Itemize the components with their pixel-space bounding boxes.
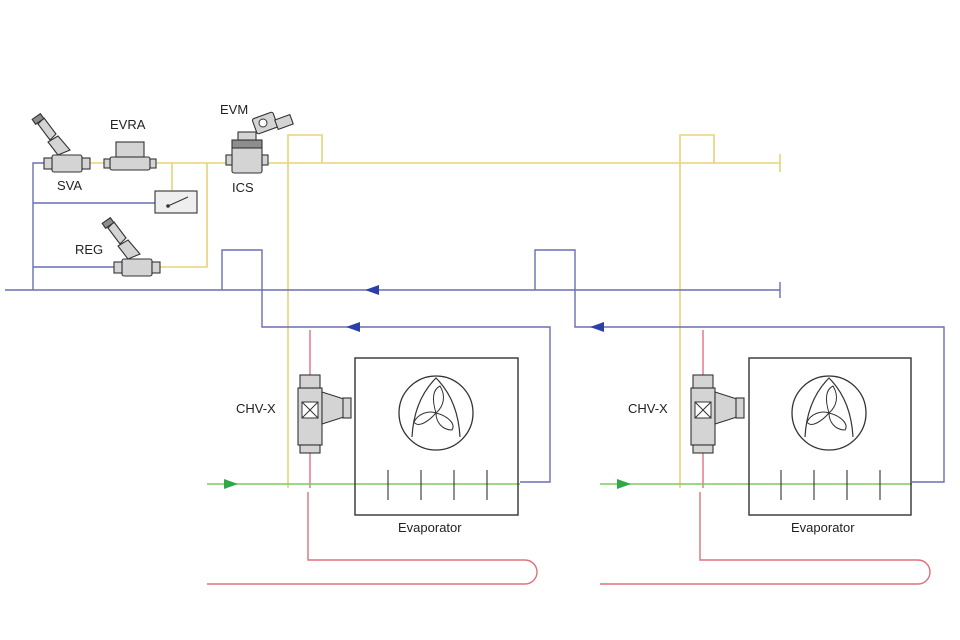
suction-arrow-evap2 xyxy=(590,322,604,332)
evaporator-1-housing xyxy=(354,357,519,516)
chv-x-valve-1: CHV-X xyxy=(236,374,352,454)
evaporator-1-coil-fins xyxy=(387,470,488,500)
chv-x-2-label: CHV-X xyxy=(628,401,668,416)
suction-arrow-evap1 xyxy=(346,322,360,332)
evaporator-1: Evaporator xyxy=(354,357,519,535)
left-bypass-line xyxy=(32,162,50,290)
hot-gas-branch-left-vertical xyxy=(287,134,323,163)
liquid-lines xyxy=(207,479,912,489)
reg-valve: REG xyxy=(75,216,161,277)
suction-arrows xyxy=(346,285,604,332)
fan-icon xyxy=(791,375,867,451)
evaporator-2: Evaporator xyxy=(748,357,912,535)
drain-lines xyxy=(207,330,931,585)
suction-arrow-main xyxy=(365,285,379,295)
hot-gas-branch-right-vertical xyxy=(679,134,715,163)
hot-gas-lines xyxy=(88,134,781,488)
evaporator-1-label: Evaporator xyxy=(398,520,462,535)
liquid-arrow-evap2 xyxy=(617,479,631,489)
liquid-arrow-evap1 xyxy=(224,479,238,489)
reg-label: REG xyxy=(75,242,103,257)
evaporator-2-label: Evaporator xyxy=(791,520,855,535)
drain-line-evap2-bottom xyxy=(600,492,931,585)
evra-valve: EVRA xyxy=(103,117,157,171)
evm-label: EVM xyxy=(220,102,248,117)
evm-pilot: EVM xyxy=(220,102,294,135)
evaporator-2-coil-fins xyxy=(780,470,881,500)
sva-label: SVA xyxy=(57,178,82,193)
ics-valve: ICS xyxy=(225,131,269,195)
evra-label: EVRA xyxy=(110,117,146,132)
chv-x-1-label: CHV-X xyxy=(236,401,276,416)
suction-lines xyxy=(5,162,945,483)
reg-to-ics-line xyxy=(160,163,208,268)
ics-label: ICS xyxy=(232,180,254,195)
evaporator-2-housing xyxy=(748,357,912,516)
chv-x-2-symbol-icon xyxy=(694,401,712,419)
sva-valve: SVA xyxy=(31,112,91,193)
pressure-pilot-box xyxy=(154,190,198,214)
fan-icon xyxy=(398,375,474,451)
evap1-return-loop xyxy=(221,249,551,483)
evap2-return-loop xyxy=(534,249,945,483)
drain-line-evap1-bottom xyxy=(207,492,538,585)
chv-x-1-symbol-icon xyxy=(301,401,319,419)
chv-x-valve-2: CHV-X xyxy=(628,374,745,454)
